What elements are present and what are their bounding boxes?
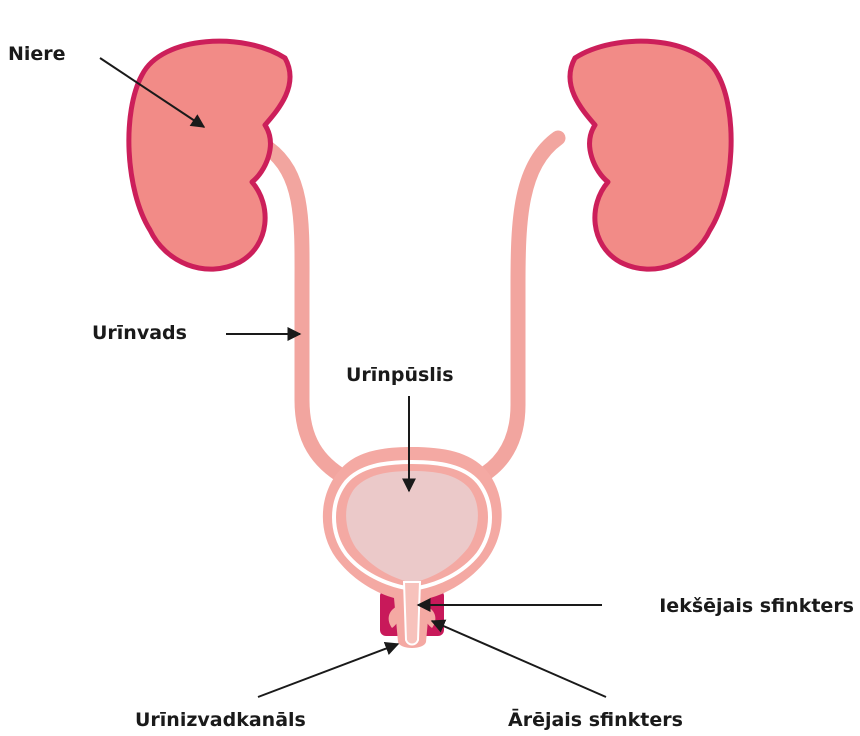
right-ureter: [478, 138, 558, 478]
external-sphincter-pointer-arrow: [432, 621, 606, 697]
urethra: [404, 582, 420, 645]
right-kidney: [570, 41, 731, 269]
urethra-pointer-arrow: [258, 644, 398, 697]
bladder-label: Urīnpūslis: [346, 366, 454, 385]
urethra-label: Urīnizvadkanāls: [135, 711, 306, 730]
left-ureter: [268, 148, 345, 478]
external-sphincter-label: Ārējais sfinkters: [508, 711, 683, 730]
ureter-label: Urīnvads: [92, 324, 187, 343]
internal-sphincter-label: Iekšējais sfinkters: [659, 597, 854, 616]
kidney-label: Niere: [8, 45, 66, 64]
left-kidney: [129, 41, 290, 269]
